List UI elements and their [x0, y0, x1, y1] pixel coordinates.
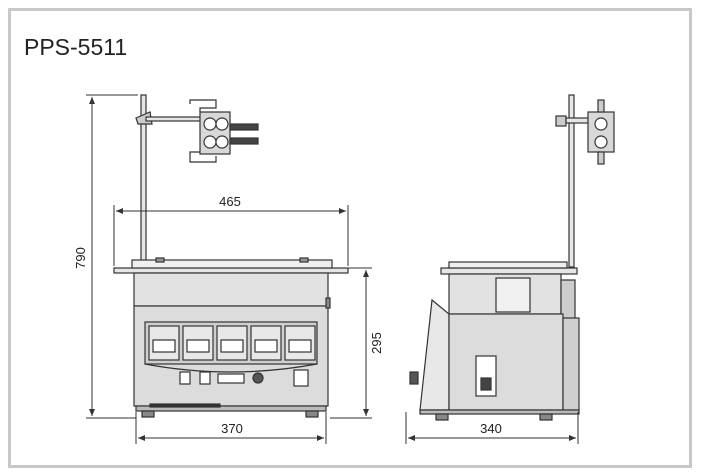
- pump-head-block: [199, 111, 231, 155]
- side-view: [409, 94, 615, 421]
- side-foot-right: [539, 413, 553, 421]
- horizontal-arm: [145, 116, 207, 122]
- foot-right: [305, 410, 319, 418]
- dim-790: 790: [73, 247, 88, 269]
- switch-2: [199, 371, 211, 385]
- connector-bottom: [229, 137, 259, 145]
- side-foot-left: [435, 413, 449, 421]
- side-knob: [409, 371, 419, 385]
- display-modules: [148, 325, 316, 361]
- model-title: PPS-5511: [24, 34, 128, 60]
- tray-rim: [131, 259, 333, 269]
- panel-curve: [144, 363, 318, 373]
- side-top-plate: [440, 267, 578, 275]
- front-dimensions: [86, 94, 372, 444]
- side-main-body: [448, 313, 564, 411]
- power-switch: [293, 369, 309, 387]
- dim-340: 340: [480, 421, 502, 436]
- top-handle: [189, 99, 217, 112]
- display-window: [217, 373, 245, 384]
- foot-left: [141, 410, 155, 418]
- bottom-handle: [189, 151, 217, 163]
- upper-body: [133, 272, 329, 307]
- side-slanted-front: [419, 298, 450, 411]
- side-pole: [568, 94, 575, 268]
- top-plate: [113, 267, 349, 274]
- base-plate: [135, 405, 327, 412]
- dim-295: 295: [369, 332, 384, 354]
- knob: [252, 372, 264, 384]
- switch-1: [179, 371, 191, 385]
- connector-top: [229, 123, 259, 131]
- front-view: [113, 94, 349, 418]
- side-dimensions: [405, 412, 579, 444]
- dim-370: 370: [221, 421, 243, 436]
- dim-465: 465: [219, 194, 241, 209]
